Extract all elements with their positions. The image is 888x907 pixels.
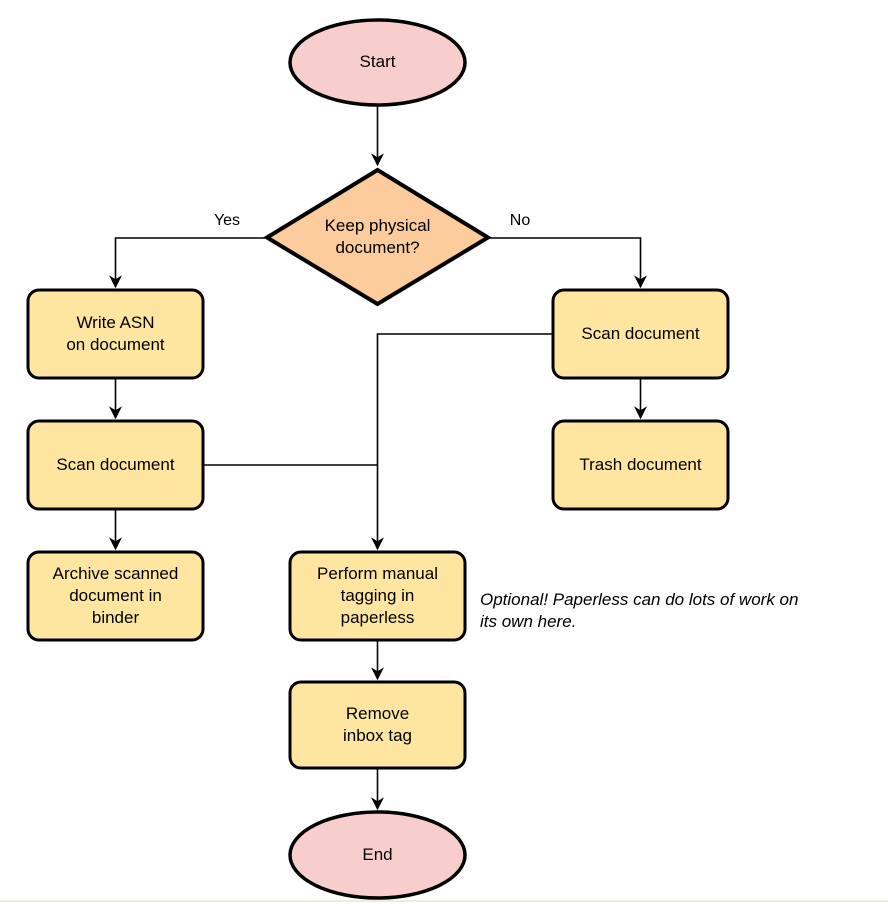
tagging-box-shape [288,550,467,642]
end-terminal-shape [288,810,467,900]
archive-box-shape [26,550,205,642]
optional-note: Optional! Paperless can do lots of work … [480,590,799,632]
write-asn-box-shape [26,288,205,380]
edge-decision-yes-to-write-asn [109,237,265,289]
decision-diamond-shape [263,167,492,307]
yes-edge-label: Yes [213,212,241,229]
remove-inbox-box-shape [288,680,467,770]
no-edge-label: No [509,212,531,229]
edge-decision-no-to-scan-right [490,237,647,289]
trash-box-shape [551,419,730,511]
page-bottom-edge [0,900,888,902]
edge-scan-right-to-tagging [371,333,553,551]
scan-right-box-shape [551,288,730,380]
start-terminal-shape [288,18,467,107]
scan-left-box-shape [26,419,205,511]
